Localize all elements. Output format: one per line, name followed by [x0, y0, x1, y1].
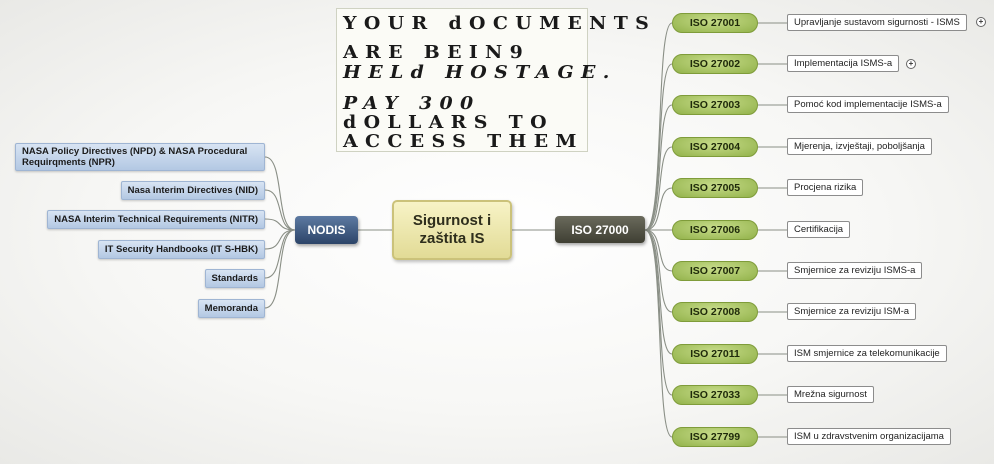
iso-description[interactable]: ISM smjernice za telekomunikacije — [787, 345, 947, 362]
connector-line — [644, 229, 673, 272]
connector-line — [264, 229, 296, 250]
iso-code-node[interactable]: ISO 27001 — [672, 13, 758, 33]
nodis-item[interactable]: NASA Policy Directives (NPD) & NASA Proc… — [15, 143, 265, 171]
iso-code-node[interactable]: ISO 27799 — [672, 427, 758, 447]
connector-line — [644, 229, 673, 313]
connector-line — [264, 229, 296, 309]
ransom-line: ARE BEIN9 — [343, 42, 531, 63]
ransom-line: YOUR dOCUMENTS — [343, 13, 657, 34]
iso-description[interactable]: ISM u zdravstvenim organizacijama — [787, 428, 951, 445]
nodis-item[interactable]: NASA Interim Technical Requirements (NIT… — [47, 210, 265, 229]
iso-description[interactable]: Pomoć kod implementacije ISMS-a — [787, 96, 949, 113]
iso-code-node[interactable]: ISO 27004 — [672, 137, 758, 157]
connector-line — [264, 189, 296, 231]
connector-line — [264, 218, 296, 231]
iso-code-node[interactable]: ISO 27005 — [672, 178, 758, 198]
iso-description[interactable]: Smjernice za reviziju ISMS-a — [787, 262, 923, 279]
expand-plus-icon[interactable]: + — [976, 17, 986, 27]
ransom-line: PAY 300 — [343, 93, 481, 114]
iso-27000-topic[interactable]: ISO 27000 — [555, 216, 645, 243]
ransom-line: HELd HOSTAGE. — [343, 62, 617, 83]
iso-description[interactable]: Procjena rizika — [787, 179, 864, 196]
iso-code-node[interactable]: ISO 27008 — [672, 302, 758, 322]
iso-description[interactable]: Mjerenja, izvještaji, poboljšanja — [787, 138, 932, 155]
nodis-topic[interactable]: NODIS — [295, 216, 358, 244]
iso-description[interactable]: Smjernice za reviziju ISM-a — [787, 303, 917, 320]
iso-code-node[interactable]: ISO 27033 — [672, 385, 758, 405]
connector-line — [264, 229, 296, 279]
iso-description[interactable]: Certifikacija — [787, 221, 851, 238]
connector-line — [644, 22, 673, 231]
nodis-item[interactable]: IT Security Handbooks (IT S-HBK) — [97, 240, 265, 259]
connector-line — [644, 187, 673, 231]
iso-description[interactable]: Mrežna sigurnost — [787, 386, 874, 403]
connector-line — [644, 146, 673, 231]
iso-code-node[interactable]: ISO 27003 — [672, 95, 758, 115]
ransom-line: ACCESS THEM — [343, 131, 584, 152]
connector-line — [644, 104, 673, 231]
ransom-line: dOLLARS TO — [343, 112, 554, 133]
nodis-item[interactable]: Standards — [204, 269, 265, 288]
iso-description[interactable]: Implementacija ISMS-a — [787, 55, 900, 72]
connector-line — [264, 156, 296, 231]
connector-line — [644, 63, 673, 231]
iso-code-node[interactable]: ISO 27002 — [672, 54, 758, 74]
nodis-item[interactable]: Memoranda — [197, 299, 265, 318]
central-topic[interactable]: Sigurnost i zaštita IS — [392, 200, 512, 260]
iso-code-node[interactable]: ISO 27011 — [672, 344, 758, 364]
connector-line — [644, 229, 673, 438]
iso-code-node[interactable]: ISO 27007 — [672, 261, 758, 281]
nodis-item[interactable]: Nasa Interim Directives (NID) — [120, 181, 265, 200]
iso-description[interactable]: Upravljanje sustavom sigurnosti - ISMS — [787, 14, 967, 31]
ransom-note-image: YOUR dOCUMENTS ARE BEIN9 HELd HOSTAGE. P… — [336, 8, 649, 152]
iso-code-node[interactable]: ISO 27006 — [672, 220, 758, 240]
expand-plus-icon[interactable]: + — [906, 59, 916, 69]
